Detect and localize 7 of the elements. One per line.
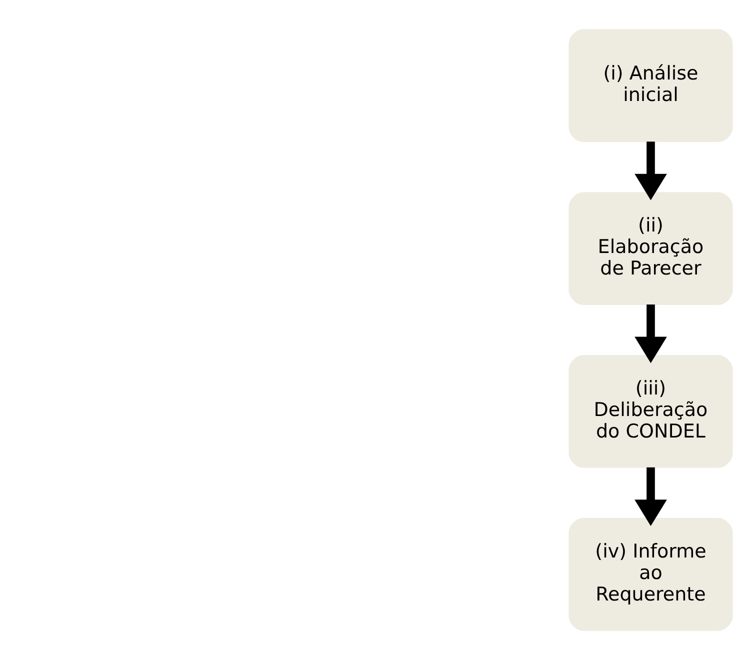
arrow [634,466,667,526]
node-box: (ii) Elaboração de Parecer [568,192,733,305]
node-box: (iv) Informe ao Requerente [568,517,733,630]
arrow [634,304,667,363]
node-box: (i) Análise inicial [568,28,733,142]
arrow [634,141,667,200]
node-box: (iii) Deliberação do CONDEL [568,354,733,468]
